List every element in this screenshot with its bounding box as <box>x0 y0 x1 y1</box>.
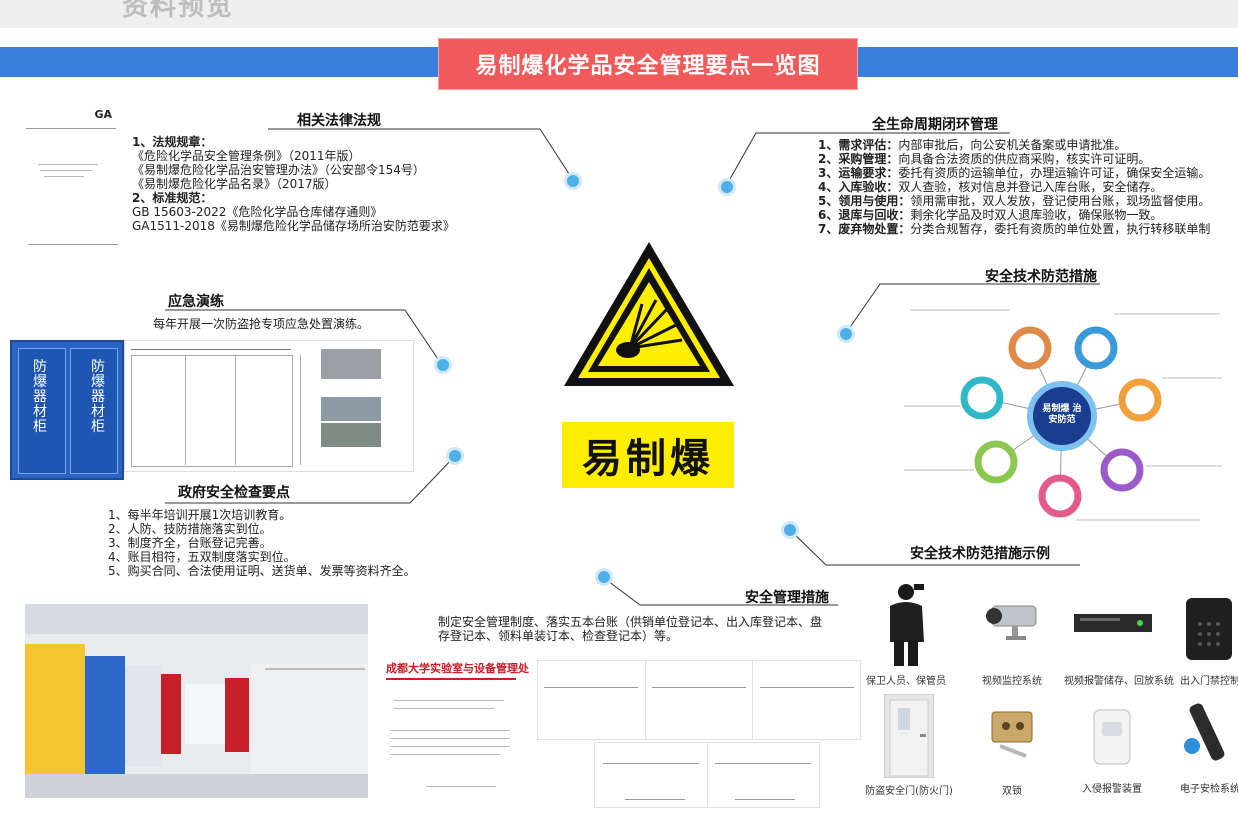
lifecycle-list: 1、需求评估：内部审批后，向公安机关备案或申请批准。 2、采购管理：向具备合法资… <box>818 138 1210 236</box>
equipment-label: 出入门禁控制 <box>1180 676 1238 687</box>
connector-dot-gov <box>449 450 461 462</box>
explosive-warning-icon <box>564 242 734 386</box>
equipment-label: 入侵报警装置 <box>1082 784 1142 795</box>
ledger-documents-row1 <box>537 660 861 740</box>
lifecycle-item: 4、入库验收：双人查验，核对信息并登记入库台账，安全储存。 <box>818 180 1163 194</box>
gov-item: 2、人防、技防措施落实到位。 <box>108 522 272 536</box>
tech-measures-wheel <box>904 309 1222 521</box>
connector-dot-tech <box>840 328 852 340</box>
management-notice-document: 成都大学实验室与设备管理处 <box>386 660 529 798</box>
mgmt-text: 制定安全管理制度、落实五本台账（供销单位登记本、出入库登记本、盘 存登记本、领料… <box>438 615 823 643</box>
tech-heading: 安全技术防范措施 <box>985 269 1097 285</box>
equipment-label: 防盗安全门(防火门) <box>865 786 953 797</box>
center-keyword: 易制爆 <box>562 422 734 488</box>
equipment-label: 双锁 <box>1002 786 1022 797</box>
drill-plan-document <box>124 340 414 472</box>
law-document-thumbnail: GA <box>24 104 122 254</box>
lifecycle-item: 6、退库与回收：剩余化学品及时双人退库验收，确保账物一致。 <box>818 208 1163 222</box>
cabinet-label-left: 防爆器材柜 <box>33 359 47 435</box>
equipment-label: 电子安检系统 <box>1180 784 1238 795</box>
camera-icon <box>986 605 1037 640</box>
detector-icon <box>1184 703 1225 761</box>
lifecycle-item: 3、运输要求：委托有资质的运输单位，办理运输许可证，确保安全运输。 <box>818 166 1211 180</box>
gov-item: 5、购买合同、合法使用证明、送货单、发票等资料齐全。 <box>108 564 416 578</box>
lifecycle-item: 7、废弃物处置：分类合规暂存，委托有资质的单位处置，执行转移联单制 <box>818 222 1211 236</box>
connector-dot-drill <box>437 359 449 371</box>
guard-person-icon <box>890 584 924 666</box>
security-door-icon <box>884 694 934 778</box>
lifecycle-item: 5、领用与使用：领用需审批，双人发放，登记使用台账，现场监督使用。 <box>818 194 1211 208</box>
ledger-documents-row2 <box>594 742 820 808</box>
gov-heading: 政府安全检查要点 <box>178 485 290 501</box>
connector-dot-lifecycle <box>721 181 733 193</box>
gov-item: 1、每半年培训开展1次培训教育。 <box>108 508 292 522</box>
gov-item: 4、账目相符，五双制度落实到位。 <box>108 550 296 564</box>
double-lock-icon <box>991 711 1033 758</box>
intrusion-sensor-icon <box>1093 709 1131 765</box>
mgmt-heading: 安全管理措施 <box>745 590 829 606</box>
equipment-label: 视频监控系统 <box>982 676 1042 687</box>
management-notice-title: 成都大学实验室与设备管理处 <box>386 662 529 675</box>
page-title: 易制爆化学品安全管理要点一览图 <box>438 38 858 90</box>
connector-dot-laws <box>567 175 579 187</box>
video-recorder-icon <box>1074 614 1152 632</box>
equipment-label: 保卫人员、保管员 <box>866 676 946 687</box>
laws-list: 1、法规规章： 《危险化学品安全管理条例》（2011年版） 《易制爆危险化学品治… <box>132 135 455 233</box>
connector-dot-tech-example <box>784 524 796 536</box>
laws-heading: 相关法律法规 <box>297 113 381 129</box>
access-control-icon <box>1186 598 1232 660</box>
lifecycle-heading: 全生命周期闭环管理 <box>872 117 998 133</box>
cabinet-label-right: 防爆器材柜 <box>91 359 105 435</box>
storage-room-photo <box>25 604 368 798</box>
drill-heading: 应急演练 <box>168 294 224 310</box>
gov-item: 3、制度齐全，台账登记完善。 <box>108 536 272 550</box>
gov-list: 1、每半年培训开展1次培训教育。 2、人防、技防措施落实到位。 3、制度齐全，台… <box>108 508 416 578</box>
law-document-mark: GA <box>94 108 112 121</box>
top-strip: 资料预览 <box>0 0 1238 28</box>
connector-dot-mgmt <box>598 571 610 583</box>
top-strip-title: 资料预览 <box>122 0 235 22</box>
tech-example-heading: 安全技术防范措施示例 <box>910 546 1050 562</box>
drill-text: 每年开展一次防盗抢专项应急处置演练。 <box>153 317 370 331</box>
explosion-proof-cabinet: 防爆器材柜 防爆器材柜 <box>10 340 124 480</box>
tech-wheel-hub-label: 易制爆 治安防范 <box>1042 404 1082 425</box>
lifecycle-item: 1、需求评估：内部审批后，向公安机关备案或申请批准。 <box>818 138 1127 152</box>
equipment-label: 视频报警储存、回放系统 <box>1064 676 1174 687</box>
lifecycle-item: 2、采购管理：向具备合法资质的供应商采购，核实许可证明。 <box>818 152 1151 166</box>
